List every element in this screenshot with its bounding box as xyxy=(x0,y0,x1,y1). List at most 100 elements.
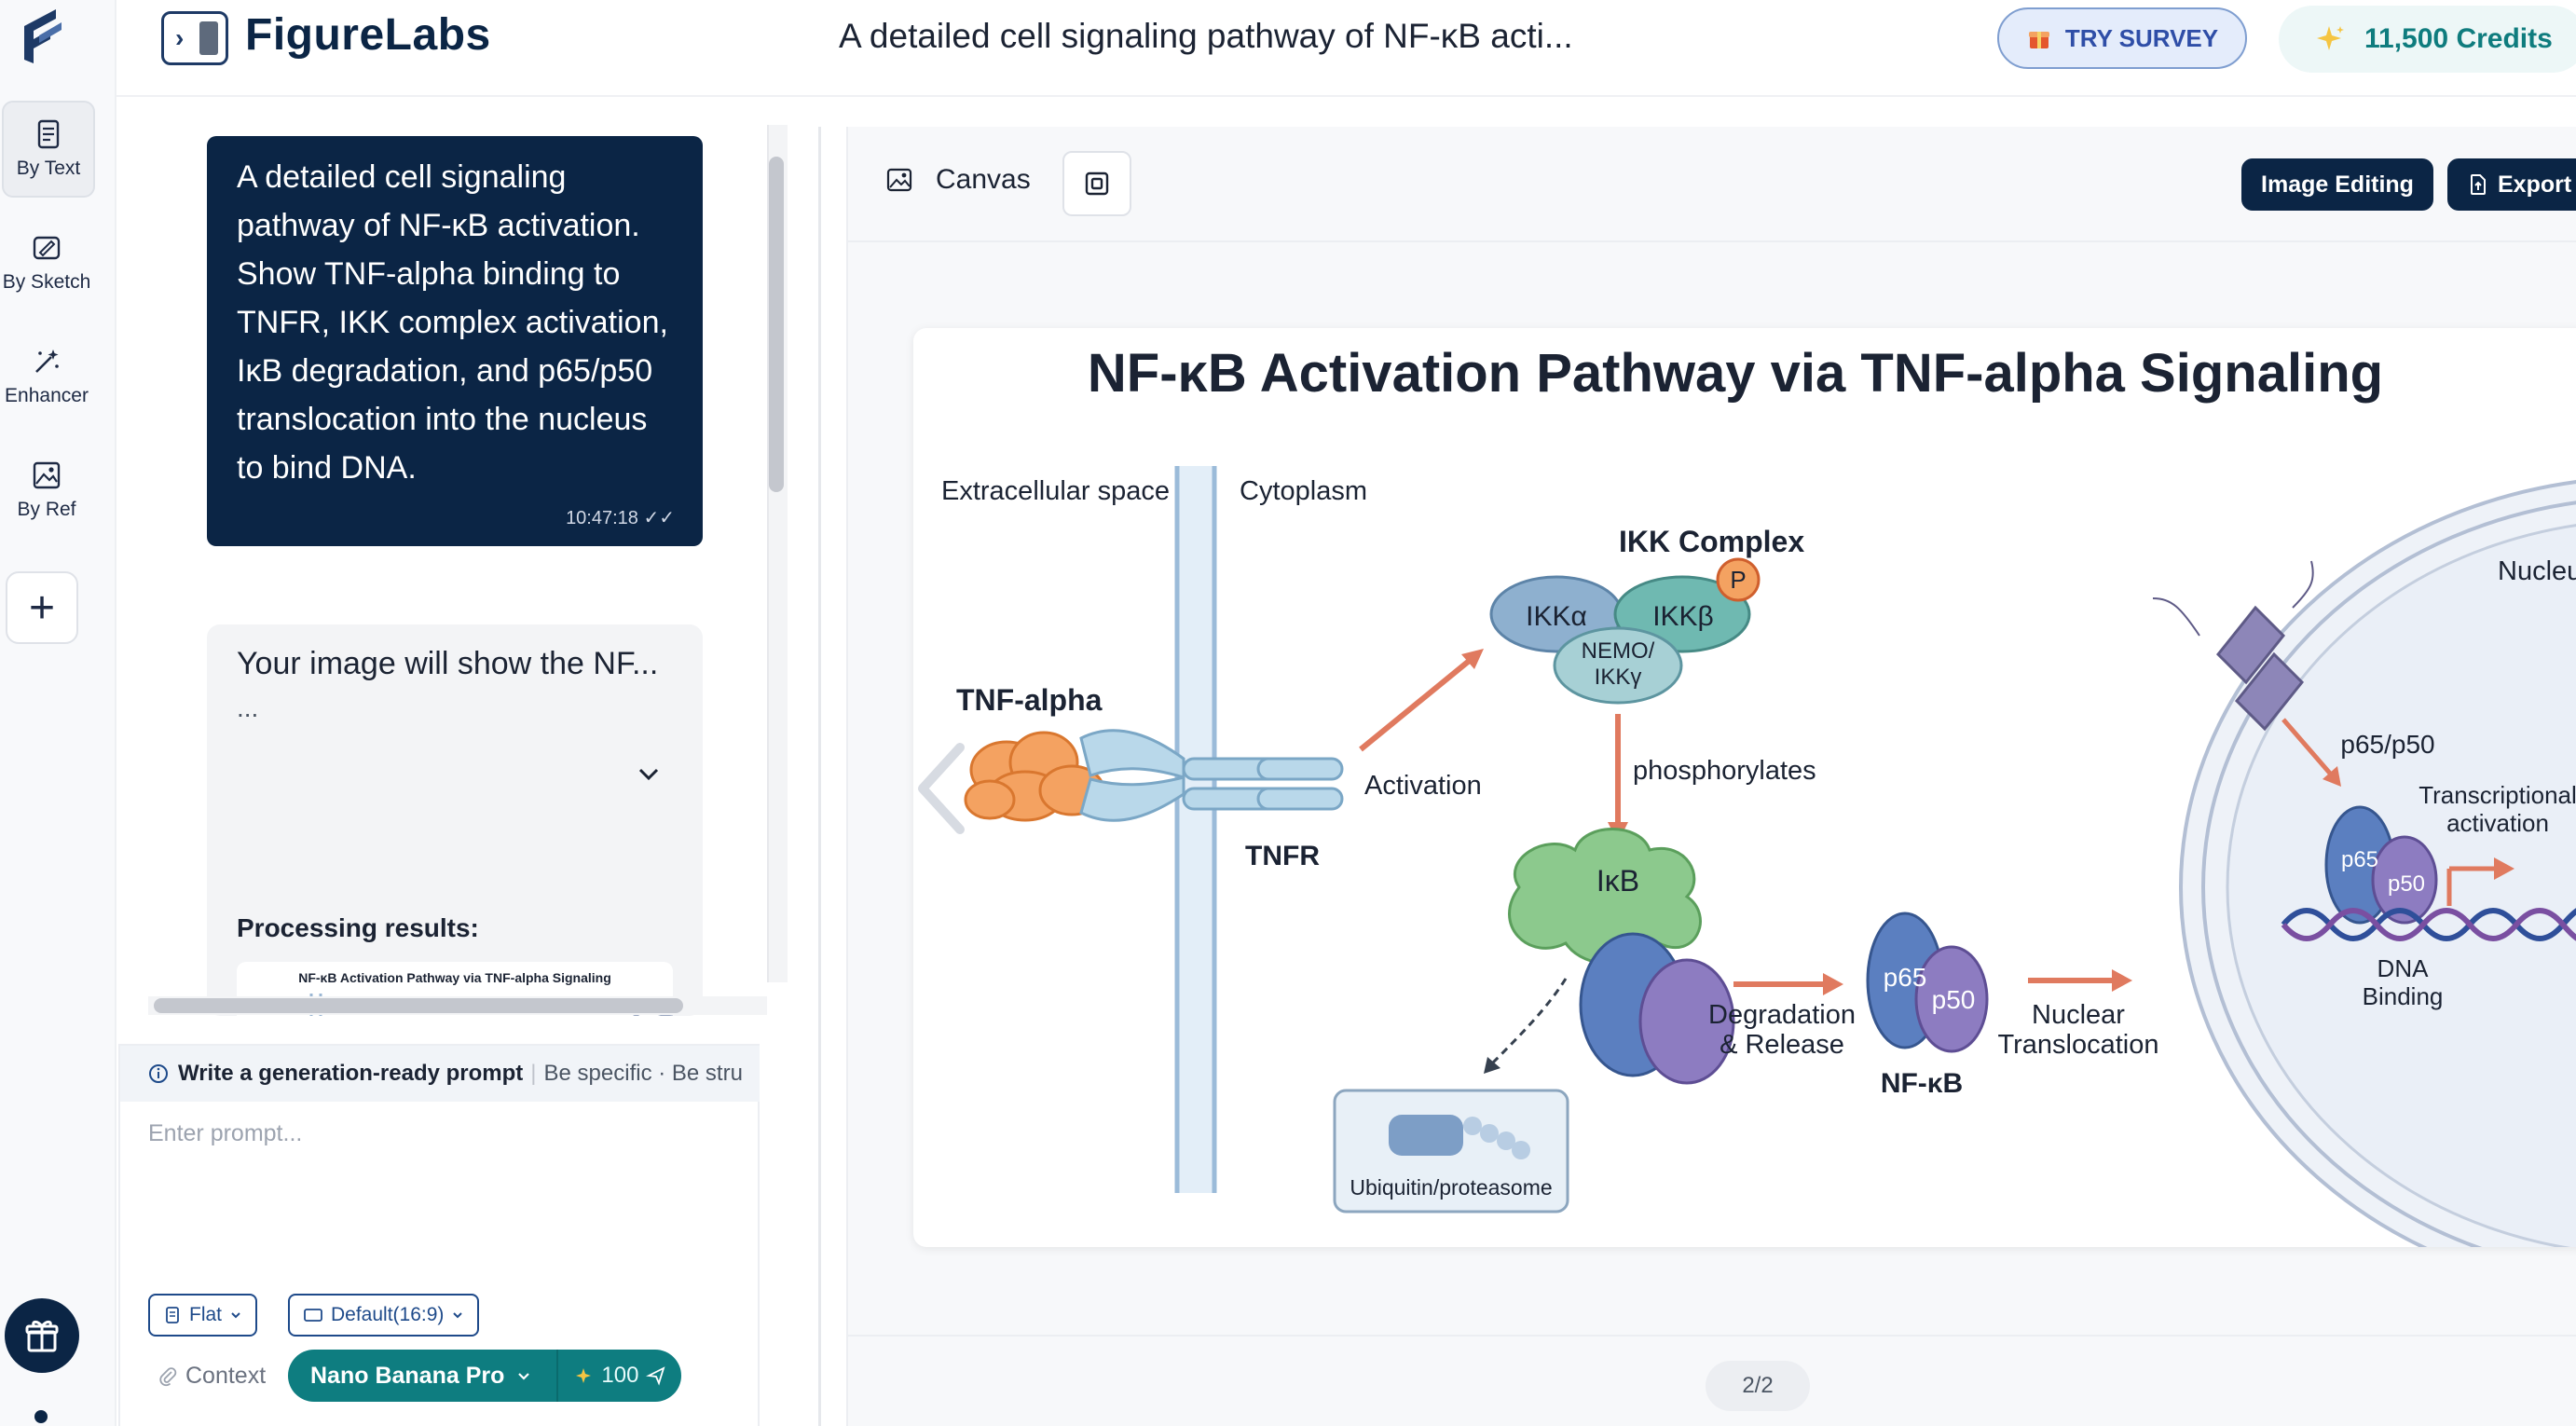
chevron-down-icon[interactable] xyxy=(636,761,662,787)
label-dna-2: Binding xyxy=(2363,982,2444,1010)
ikk-complex xyxy=(1489,557,1761,705)
hint-separator: | xyxy=(530,1061,537,1086)
label-p65p50: p65/p50 xyxy=(2340,730,2434,759)
label-phosphorylates: phosphorylates xyxy=(1633,756,1816,786)
sketch-icon xyxy=(33,236,61,260)
label-ikk-complex: IKK Complex xyxy=(1619,525,1804,558)
tnf-alpha-protein xyxy=(964,731,1105,822)
fit-frame-button[interactable] xyxy=(1062,151,1131,216)
left-rail: By Text By Sketch Enhancer By Ref + xyxy=(0,0,116,1426)
label-p50: p50 xyxy=(1932,985,1976,1014)
label-dna-1: DNA xyxy=(2377,954,2430,982)
image-reference-icon xyxy=(33,461,61,489)
ai-response-card: Your image will show the NF... ... Proce… xyxy=(207,624,703,1016)
free-p50 xyxy=(1914,945,1989,1053)
prompt-hint-text: Be specific · Be stru xyxy=(543,1061,743,1086)
label-nucleus: Nucleus xyxy=(2498,556,2576,586)
rail-by-ref-label: By Ref xyxy=(17,499,76,520)
generated-figure[interactable]: NF-κB Activation Pathway via TNF-alpha S… xyxy=(913,328,2576,1247)
prompt-input[interactable] xyxy=(148,1120,726,1307)
chat-scroll-area[interactable]: A detailed cell signaling pathway of NF-… xyxy=(116,97,788,1016)
panel-divider[interactable] xyxy=(818,127,821,1426)
context-label: Context xyxy=(185,1363,267,1389)
dna-helix xyxy=(2281,908,2576,941)
label-tnf-alpha: TNF-alpha xyxy=(956,683,1103,717)
document-icon xyxy=(37,119,60,149)
import-arrow xyxy=(2281,718,2334,777)
ratio-icon xyxy=(304,1309,322,1322)
info-icon xyxy=(149,1064,168,1083)
model-name: Nano Banana Pro xyxy=(310,1362,505,1389)
canvas-footer-divider xyxy=(848,1335,2576,1337)
label-nemo-1: NEMO/ xyxy=(1582,638,1655,664)
model-separator xyxy=(556,1350,559,1402)
label-ikb: IκB xyxy=(1596,864,1639,898)
label-ikk-beta: IKKβ xyxy=(1652,601,1714,632)
gift-icon xyxy=(25,1320,59,1352)
plus-icon: + xyxy=(28,583,56,633)
vertical-scroll-thumb[interactable] xyxy=(769,157,784,492)
image-editing-button[interactable]: Image Editing xyxy=(2241,158,2433,211)
figurelabs-logo-icon[interactable] xyxy=(19,6,71,67)
figure-title: NF-κB Activation Pathway via TNF-alpha S… xyxy=(1088,343,2383,404)
label-transcriptional-1: Transcriptional xyxy=(2418,781,2576,809)
chevron-right-icon: › xyxy=(175,23,185,52)
label-tnfr: TNFR xyxy=(1245,841,1320,871)
prompt-hint-bar: Write a generation-ready prompt | Be spe… xyxy=(120,1046,760,1102)
rail-by-ref[interactable]: By Ref xyxy=(0,442,93,539)
label-nfkb: NF-κB xyxy=(1881,1068,1963,1099)
sparkle-icon xyxy=(576,1368,592,1383)
generate-button[interactable]: 100 xyxy=(575,1363,666,1389)
double-check-icon: ✓✓ xyxy=(643,508,675,528)
nuclear-pore xyxy=(2152,560,2314,732)
label-ikk-alpha: IKKα xyxy=(1526,601,1587,632)
generation-cost: 100 xyxy=(601,1363,639,1388)
rail-by-text[interactable]: By Text xyxy=(2,101,95,198)
magic-wand-icon xyxy=(35,350,59,373)
nuclear-p50 xyxy=(2371,835,2438,925)
label-nuclear-2: Translocation xyxy=(1997,1030,2158,1060)
canvas-tab[interactable]: Canvas xyxy=(885,164,1031,196)
style-select[interactable]: Flat xyxy=(148,1294,258,1337)
model-select-button[interactable]: Nano Banana Pro 100 xyxy=(288,1350,681,1402)
ai-summary-text: Your image will show the NF... xyxy=(237,646,659,681)
processing-label: Processing results: xyxy=(237,913,479,942)
rail-enhancer-label: Enhancer xyxy=(5,385,89,406)
canvas-label: Canvas xyxy=(936,164,1031,195)
tnfr-receptor xyxy=(1079,729,1344,822)
label-degradation-1: Degradation xyxy=(1708,1000,1856,1030)
aspect-ratio-select[interactable]: Default(16:9) xyxy=(288,1294,480,1337)
proteasome-icon xyxy=(1389,1115,1530,1159)
add-new-button[interactable]: + xyxy=(6,571,78,644)
export-button[interactable]: Export xyxy=(2447,158,2576,211)
prompt-composer: Write a generation-ready prompt | Be spe… xyxy=(118,1044,760,1426)
rail-enhancer[interactable]: Enhancer xyxy=(0,328,93,425)
credits-button[interactable]: 11,500 Credits xyxy=(2279,6,2576,73)
sparkle-icon xyxy=(2317,26,2344,50)
brand-name: FigureLabs xyxy=(245,10,491,60)
credits-label: 11,500 Credits xyxy=(2364,23,2553,54)
gift-button[interactable] xyxy=(5,1298,79,1373)
rail-by-sketch[interactable]: By Sketch xyxy=(0,214,93,311)
label-degradation-2: & Release xyxy=(1720,1030,1844,1060)
page-indicator[interactable]: 2/2 xyxy=(1706,1361,1810,1411)
horizontal-scroll-thumb[interactable] xyxy=(154,998,683,1013)
rail-by-sketch-label: By Sketch xyxy=(2,271,91,293)
try-survey-button[interactable]: TRY SURVEY xyxy=(1997,7,2247,69)
label-ubiquitin: Ubiquitin/proteasome xyxy=(1350,1175,1552,1200)
try-survey-label: TRY SURVEY xyxy=(2064,23,2219,52)
label-transcriptional-2: activation xyxy=(2446,809,2549,837)
message-timestamp: 10:47:18 ✓✓ xyxy=(566,508,675,528)
chevron-down-icon xyxy=(231,1312,240,1319)
document-title[interactable]: A detailed cell signaling pathway of NF-… xyxy=(839,17,1573,55)
sidebar-toggle-button[interactable]: › xyxy=(161,11,228,65)
user-message-bubble: A detailed cell signaling pathway of NF-… xyxy=(207,136,703,546)
thumbnail-title: NF-κB Activation Pathway via TNF-alpha S… xyxy=(298,970,611,985)
gift-icon xyxy=(2028,32,2049,48)
previous-image-arrow-icon[interactable] xyxy=(913,742,969,835)
label-phospho: P xyxy=(1730,566,1746,594)
ai-ellipsis: ... xyxy=(237,693,259,722)
context-button[interactable]: Context xyxy=(158,1363,266,1390)
panel-icon xyxy=(199,21,218,55)
label-cytoplasm: Cytoplasm xyxy=(1240,476,1367,506)
